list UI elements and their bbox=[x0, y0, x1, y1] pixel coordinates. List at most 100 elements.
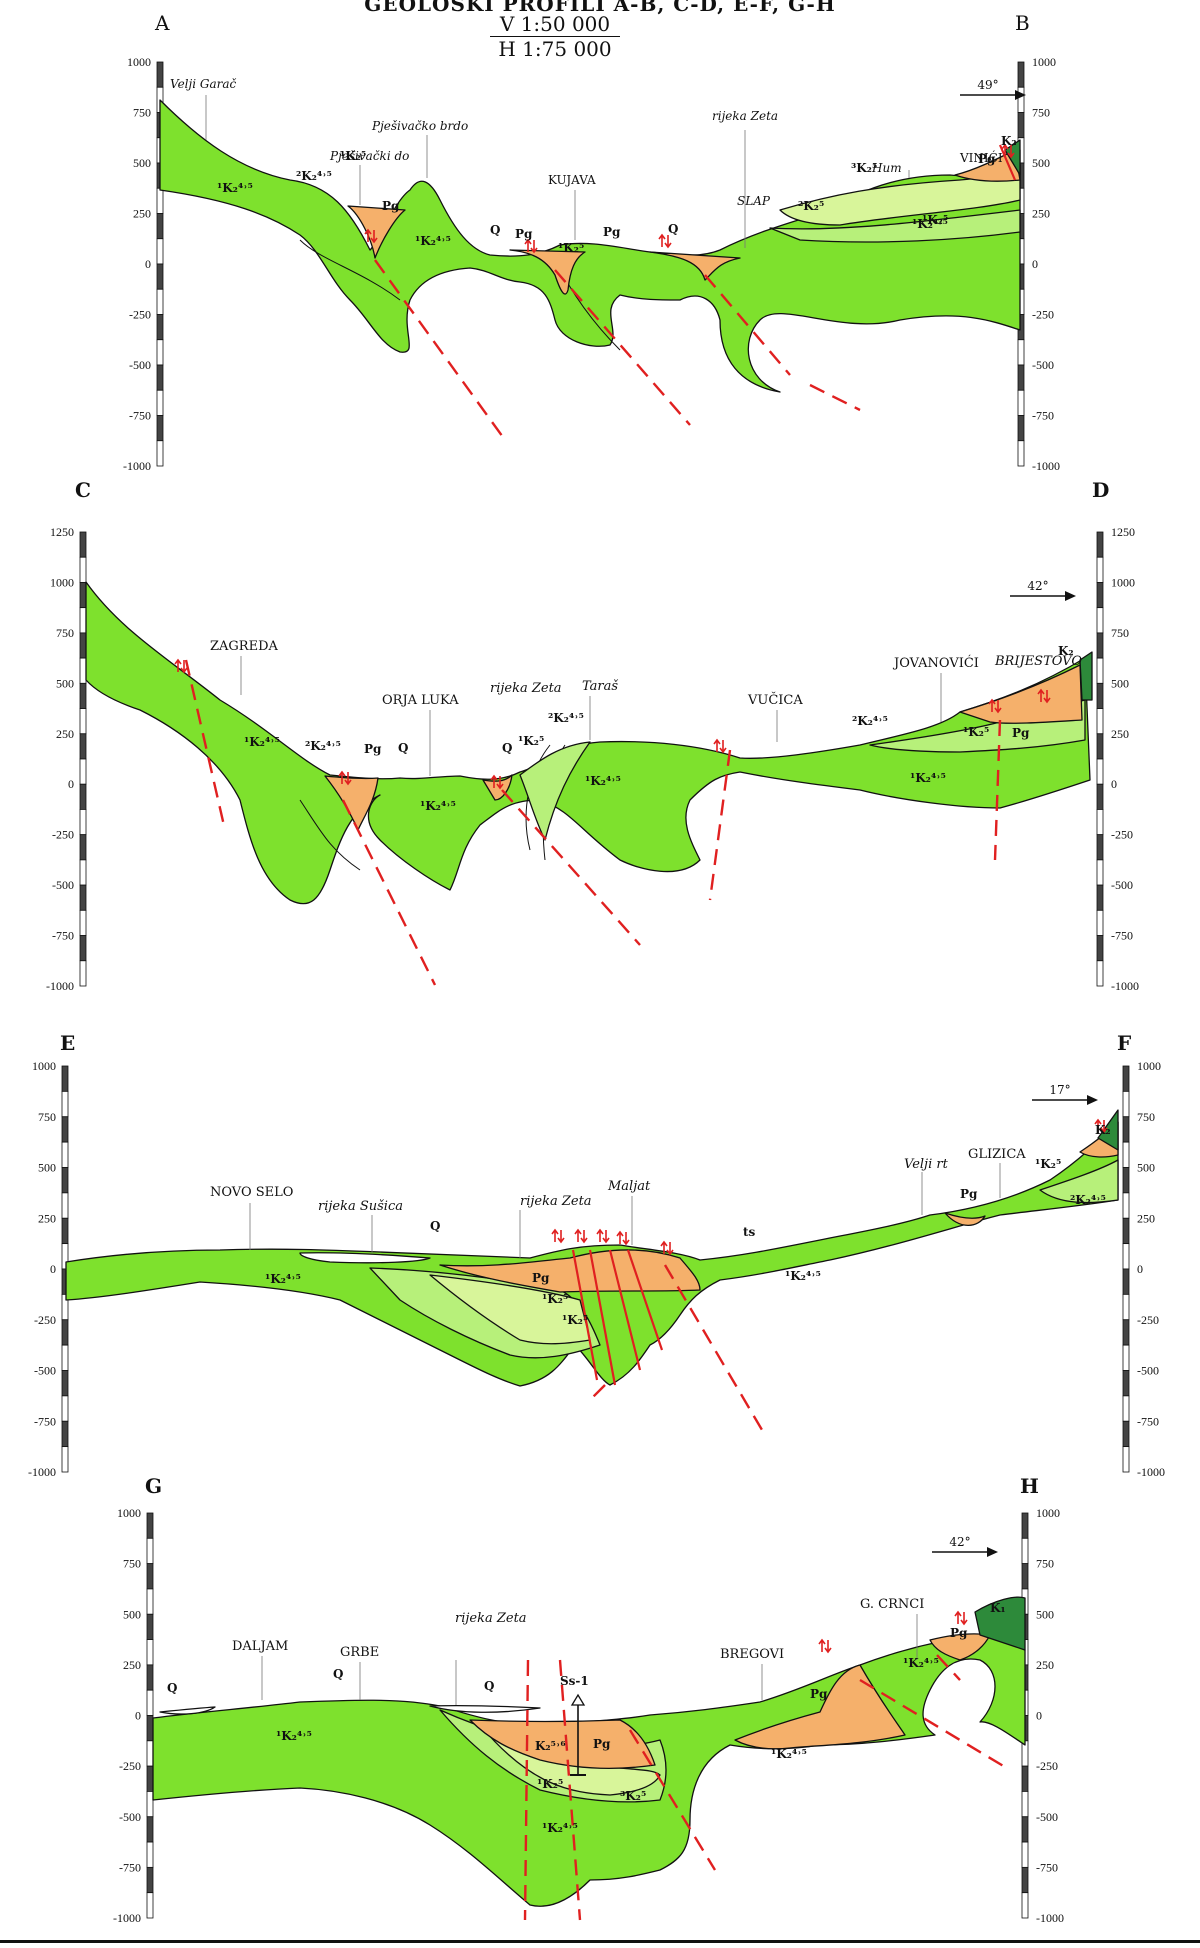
axis-segment bbox=[61, 1370, 69, 1397]
unit-K2-4-5 bbox=[159, 99, 1021, 393]
axis-tick-label: 750 bbox=[1036, 1557, 1054, 1571]
fault-arrows bbox=[616, 1230, 630, 1246]
arrow-down bbox=[666, 1242, 674, 1256]
axis-segment bbox=[156, 314, 164, 341]
unit-K2-4-5 bbox=[85, 581, 1091, 905]
fault-line bbox=[374, 259, 506, 441]
axis-segment bbox=[1017, 415, 1025, 442]
arrow-up bbox=[658, 233, 666, 247]
axis-tick-label: 750 bbox=[123, 1557, 141, 1571]
unit-K2-5-pale bbox=[779, 164, 1021, 226]
arrow-up bbox=[954, 1610, 962, 1624]
arrow-down bbox=[960, 1612, 968, 1626]
axis-segment bbox=[146, 1866, 154, 1894]
axis-tick-label: 0 bbox=[1137, 1262, 1143, 1276]
axis-segment bbox=[156, 263, 164, 290]
place-label: rijeka Zeta bbox=[455, 1611, 527, 1626]
fault-arrows bbox=[524, 238, 538, 254]
axis-tick-label: -1000 bbox=[113, 1911, 141, 1925]
fault-arrows bbox=[338, 770, 352, 786]
arrow-down bbox=[824, 1640, 832, 1654]
arrow-up bbox=[1001, 143, 1009, 157]
axis-tick-label: -500 bbox=[1032, 358, 1054, 372]
unit-label: Pg bbox=[515, 227, 533, 241]
axis-segment bbox=[79, 859, 87, 886]
unit-label: Q bbox=[333, 1667, 343, 1681]
axis-segment bbox=[1096, 632, 1104, 659]
fault-line bbox=[628, 1729, 717, 1871]
axis-segment bbox=[1021, 1765, 1029, 1792]
axis-segment bbox=[61, 1090, 69, 1118]
axis-segment bbox=[1122, 1167, 1130, 1194]
axis-segment bbox=[1122, 1370, 1130, 1397]
place-label: JOVANOVIĆI bbox=[892, 654, 979, 671]
axis-tick-label: -1000 bbox=[28, 1465, 56, 1479]
unit-label: ¹K₂⁴˒⁵ bbox=[265, 1272, 301, 1286]
axis-segment bbox=[1122, 1446, 1130, 1473]
axis-segment bbox=[146, 1740, 154, 1767]
place-label: rijeka Sušica bbox=[318, 1199, 403, 1214]
arrow-down bbox=[622, 1232, 630, 1246]
place-label: G. CRNCI bbox=[860, 1597, 924, 1612]
axis-segment bbox=[156, 339, 164, 366]
unit-label: ²K₂⁴˒⁵ bbox=[548, 711, 584, 725]
axis-tick-label: -500 bbox=[1036, 1810, 1058, 1824]
axis-tick-label: -750 bbox=[129, 409, 151, 423]
axis-tick-label: -1000 bbox=[46, 979, 74, 993]
axis-tick-label: 750 bbox=[133, 106, 151, 120]
fault-line bbox=[554, 269, 691, 426]
axis-tick-label: 250 bbox=[1137, 1211, 1155, 1225]
fault-arrows bbox=[364, 228, 378, 244]
unit-label: ¹K₂⁴˒⁵ bbox=[910, 771, 946, 785]
arrow-up bbox=[174, 658, 182, 672]
fold-line bbox=[299, 239, 401, 301]
direction-angle-label: 42° bbox=[949, 1535, 970, 1549]
axis-segment bbox=[79, 733, 87, 760]
unit-label: ¹K₂⁴˒⁵ bbox=[912, 217, 948, 231]
axis-tick-label: -750 bbox=[1137, 1414, 1159, 1428]
fault-line bbox=[588, 1249, 617, 1386]
unit-K1 bbox=[974, 1596, 1026, 1651]
arrow-up bbox=[338, 770, 346, 784]
axis-segment bbox=[156, 213, 164, 240]
axis-tick-label: 750 bbox=[38, 1110, 56, 1124]
axis-tick-label: -250 bbox=[1036, 1759, 1058, 1773]
axis-segment bbox=[1017, 440, 1025, 467]
place-label: SLAP bbox=[737, 194, 771, 208]
axis-tick-label: 0 bbox=[145, 257, 151, 271]
direction-angle-label: 42° bbox=[1027, 579, 1048, 593]
profile-start-label: C bbox=[75, 478, 91, 502]
bottom-rule bbox=[0, 1940, 1200, 1943]
unit-label: Q bbox=[398, 741, 408, 755]
axis-segment bbox=[1017, 364, 1025, 391]
fold-line bbox=[299, 799, 361, 871]
arrow-down bbox=[180, 660, 188, 674]
unit-K2-dark bbox=[1079, 651, 1093, 701]
place-label: Velji rt bbox=[904, 1157, 949, 1172]
axis-segment bbox=[1122, 1116, 1130, 1143]
fault-arrows bbox=[596, 1228, 610, 1244]
axis-segment bbox=[1021, 1866, 1029, 1894]
axis-segment bbox=[1096, 708, 1104, 735]
axis-tick-label: 0 bbox=[1111, 777, 1117, 791]
axis-segment bbox=[1122, 1268, 1130, 1295]
unit-label: Pg bbox=[364, 742, 382, 756]
direction-angle-label: 49° bbox=[977, 78, 998, 92]
place-label: VUČICA bbox=[747, 691, 803, 708]
axis-segment bbox=[1096, 859, 1104, 886]
axis-segment bbox=[156, 389, 164, 416]
unit-label: ¹K₂⁵ bbox=[537, 1777, 563, 1791]
arrow-up bbox=[818, 1638, 826, 1652]
axis-tick-label: -500 bbox=[34, 1364, 56, 1378]
unit-Pg bbox=[944, 1212, 986, 1227]
unit-label: ¹K₂⁵ bbox=[340, 149, 366, 163]
unit-K2-dark bbox=[1097, 1109, 1119, 1151]
arrow-up bbox=[596, 1228, 604, 1242]
place-label: ZAGREDA bbox=[210, 639, 279, 654]
arrow-up bbox=[660, 1240, 668, 1254]
unit-label: Pg bbox=[532, 1271, 550, 1285]
axis-segment bbox=[1096, 556, 1104, 583]
axis-tick-label: 250 bbox=[133, 207, 151, 221]
